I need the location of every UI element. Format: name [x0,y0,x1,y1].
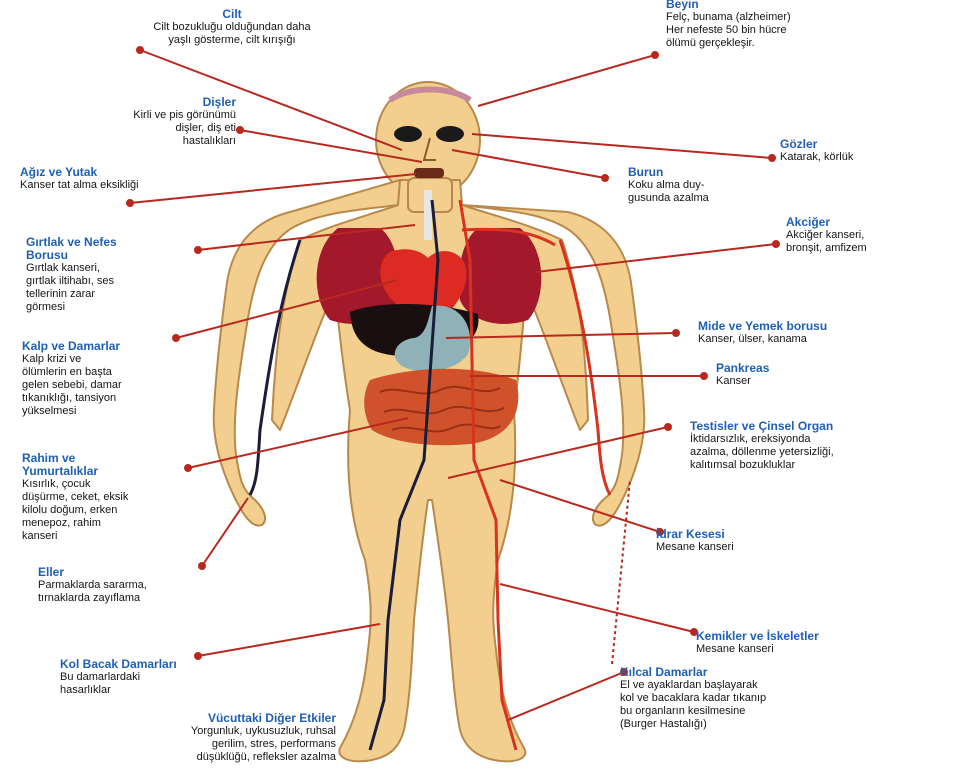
label-vucut-title: Vücuttaki Diğer Etkiler [40,712,336,725]
label-burun-desc: Koku alma duy- gusunda azalma [628,179,778,205]
label-beyin-title: Beyin [666,0,926,11]
label-akciger-title: Akciğer [786,216,966,229]
label-rahim-desc: Kısırlık, çocuk düşürme, ceket, eksik ki… [22,478,212,543]
leader-kol [198,624,380,656]
label-kilcal: Kılcal Damarlar El ve ayaklardan başlaya… [620,666,910,731]
leader-idrar [500,480,660,532]
label-beyin-desc: Felç, bunama (alzheimer) Her nefeste 50 … [666,11,926,50]
leader-akciger [536,244,776,272]
label-pankreas-desc: Kanser [716,375,876,388]
leader-kilcal [508,672,624,720]
label-testis: Testisler ve Çinsel Organ İktidarsızlık,… [690,420,960,472]
label-vucut-desc: Yorgunluk, uykusuzluk, ruhsal gerilim, s… [40,725,336,764]
label-girtlak-title: Gırtlak ve Nefes Borusu [26,236,206,262]
label-vucut: Vücuttaki Diğer Etkiler Yorgunluk, uykus… [40,712,336,764]
label-kemik: Kemikler ve İskeletler Mesane kanseri [696,630,946,656]
label-eller-title: Eller [38,566,258,579]
label-eller-desc: Parmaklarda sararma, tırnaklarda zayıfla… [38,579,258,605]
label-disler-title: Dişler [20,96,236,109]
label-gozler-title: Gözler [780,138,960,151]
leader-gozler [472,134,772,158]
leader-beyin [478,55,655,106]
label-agiz-title: Ağız ve Yutak [20,166,260,179]
label-gozler: Gözler Katarak, körlük [780,138,960,164]
label-kalp-title: Kalp ve Damarlar [22,340,212,353]
label-eller: Eller Parmaklarda sararma, tırnaklarda z… [38,566,258,605]
label-burun-title: Burun [628,166,778,179]
label-mide-title: Mide ve Yemek borusu [698,320,958,333]
label-akciger: Akciğer Akciğer kanseri, bronşit, amfize… [786,216,966,255]
label-kol-title: Kol Bacak Damarları [60,658,280,671]
label-akciger-desc: Akciğer kanseri, bronşit, amfizem [786,229,966,255]
label-kalp: Kalp ve Damarlar Kalp krizi ve ölümlerin… [22,340,212,418]
leader-kalp [176,280,398,338]
leader-girtlak [198,225,415,250]
label-gozler-desc: Katarak, körlük [780,151,960,164]
label-pankreas: Pankreas Kanser [716,362,876,388]
label-mide-desc: Kanser, ülser, kanama [698,333,958,346]
label-agiz: Ağız ve Yutak Kanser tat alma eksikliği [20,166,260,192]
label-girtlak: Gırtlak ve Nefes Borusu Gırtlak kanseri,… [26,236,206,314]
label-idrar: İdrar Kesesi Mesane kanseri [656,528,816,554]
label-agiz-desc: Kanser tat alma eksikliği [20,179,260,192]
label-kol-desc: Bu damarlardaki hasarlıklar [60,671,280,697]
label-testis-title: Testisler ve Çinsel Organ [690,420,960,433]
label-cilt: Cilt Cilt bozukluğu olduğundan daha yaşl… [82,8,382,47]
label-kemik-title: Kemikler ve İskeletler [696,630,946,643]
label-rahim-title: Rahim ve Yumurtalıklar [22,452,212,478]
leader-rahim [188,418,408,468]
leader-kemik [500,584,694,632]
label-testis-desc: İktidarsızlık, ereksiyonda azalma, dölle… [690,433,960,472]
label-kalp-desc: Kalp krizi ve ölümlerin en başta gelen s… [22,353,212,418]
leader-burun [452,150,605,178]
label-disler-desc: Kirli ve pis görünümü dişler, diş eti ha… [20,109,236,148]
leader-testis [448,427,668,478]
leader-disler [240,130,422,162]
label-kol: Kol Bacak Damarları Bu damarlardaki hasa… [60,658,280,697]
label-mide: Mide ve Yemek borusu Kanser, ülser, kana… [698,320,958,346]
label-girtlak-desc: Gırtlak kanseri, gırtlak iltihabı, ses t… [26,262,206,314]
label-rahim: Rahim ve Yumurtalıklar Kısırlık, çocuk d… [22,452,212,543]
leader-vucut-arm [612,480,630,664]
label-pankreas-title: Pankreas [716,362,876,375]
label-kemik-desc: Mesane kanseri [696,643,946,656]
label-kilcal-desc: El ve ayaklardan başlayarak kol ve bacak… [620,679,910,731]
label-kilcal-title: Kılcal Damarlar [620,666,910,679]
label-idrar-title: İdrar Kesesi [656,528,816,541]
label-idrar-desc: Mesane kanseri [656,541,816,554]
label-cilt-desc: Cilt bozukluğu olduğundan daha yaşlı gös… [82,21,382,47]
label-beyin: Beyin Felç, bunama (alzheimer) Her nefes… [666,0,926,50]
label-disler: Dişler Kirli ve pis görünümü dişler, diş… [20,96,236,148]
leader-mide [446,333,676,338]
label-cilt-title: Cilt [82,8,382,21]
label-burun: Burun Koku alma duy- gusunda azalma [628,166,778,205]
